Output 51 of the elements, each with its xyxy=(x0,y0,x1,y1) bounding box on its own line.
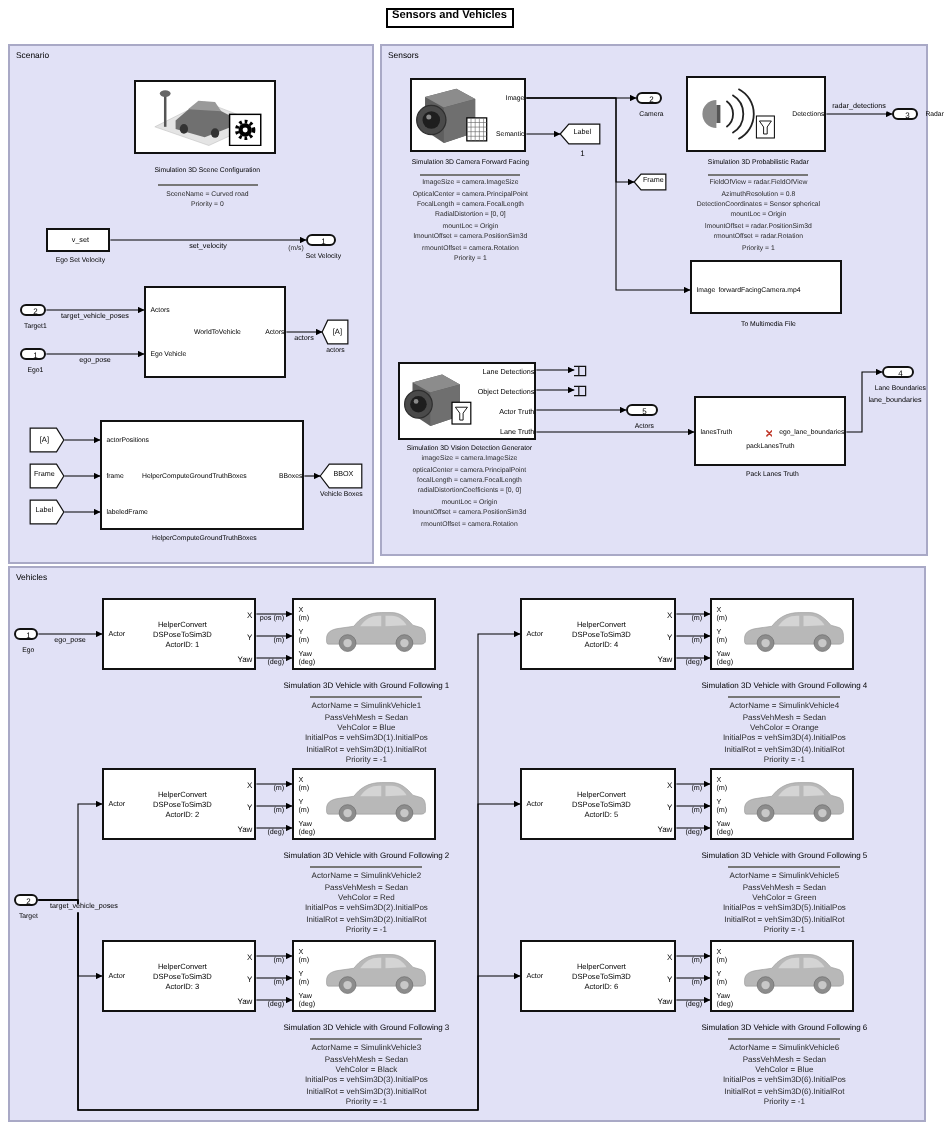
goto-tag xyxy=(634,174,667,191)
signal-arrow xyxy=(63,472,101,480)
signal-arrow xyxy=(255,780,293,788)
area-panel xyxy=(8,44,374,564)
signal-arrow xyxy=(675,824,711,832)
signal-arrow xyxy=(63,508,101,516)
signal-arrow xyxy=(303,472,321,480)
signal-arrow xyxy=(535,386,575,394)
signal-arrow xyxy=(675,996,711,1004)
signal-arrow xyxy=(63,436,101,444)
from-tag xyxy=(30,464,65,489)
signal-arrow xyxy=(37,630,103,638)
function-block xyxy=(102,940,257,1013)
signal-arrow xyxy=(255,952,293,960)
signal-arrow xyxy=(37,899,521,1111)
terminator-block xyxy=(574,385,587,396)
signal-arrow xyxy=(675,780,711,788)
signal-arrow xyxy=(525,130,561,138)
function-block xyxy=(520,598,677,671)
signal-arrow xyxy=(255,824,293,832)
signal-arrow xyxy=(45,306,145,314)
signal-arrow xyxy=(675,654,711,662)
from-tag xyxy=(30,500,65,525)
signal-arrow xyxy=(675,974,711,982)
signal-arrow xyxy=(255,632,293,640)
signal-arrow xyxy=(535,406,627,414)
signal-arrow xyxy=(845,368,883,433)
signal-arrow xyxy=(255,996,293,1004)
function-block xyxy=(102,598,257,671)
signal-arrow xyxy=(535,428,695,436)
function-block xyxy=(144,286,287,379)
signal-arrow xyxy=(535,366,575,374)
area-panel xyxy=(8,566,926,1122)
signal-arrow xyxy=(675,610,711,618)
function-block xyxy=(102,768,257,841)
signal-arrow xyxy=(255,610,293,618)
from-tag xyxy=(30,428,65,453)
signal-arrow xyxy=(285,328,323,336)
signal-arrow xyxy=(825,110,893,118)
signal-arrow xyxy=(45,350,145,358)
signal-arrow xyxy=(255,802,293,810)
function-block xyxy=(520,940,677,1013)
signal-arrow xyxy=(675,802,711,810)
terminator-block xyxy=(574,365,587,376)
signal-arrow xyxy=(109,236,307,244)
signal-arrow xyxy=(255,974,293,982)
signal-arrow xyxy=(675,952,711,960)
signal-arrow xyxy=(525,97,691,294)
signal-arrow xyxy=(675,632,711,640)
function-block xyxy=(520,768,677,841)
signal-arrow xyxy=(255,654,293,662)
